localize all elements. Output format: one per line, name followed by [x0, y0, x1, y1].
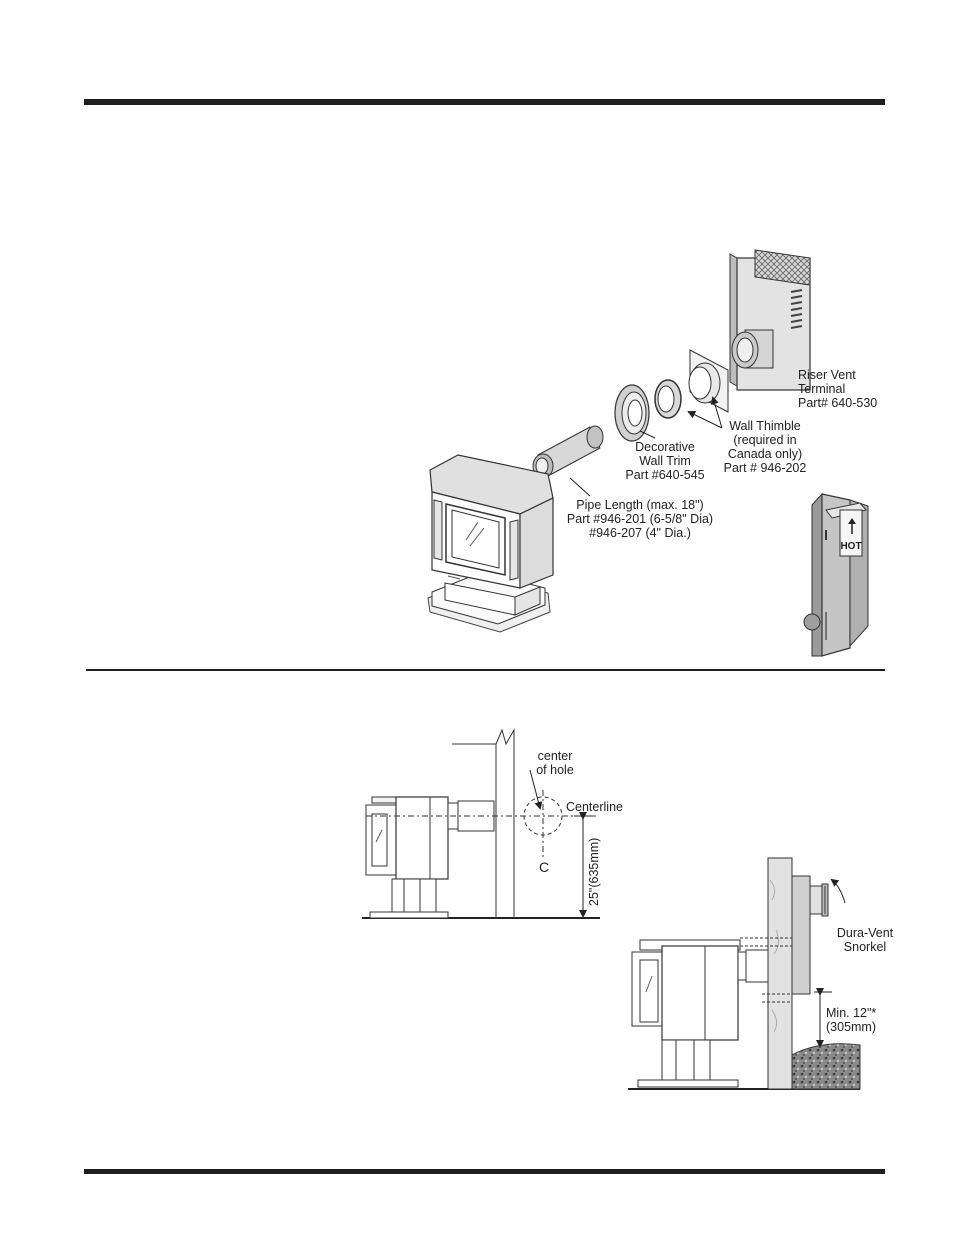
terminal-side-view: HOT — [803, 492, 869, 657]
cl-symbol: C — [539, 859, 549, 875]
snorkel-label-1: Dura-Vent — [837, 926, 894, 940]
centerline-label: Centerline — [566, 800, 623, 814]
min-label-1: Min. 12"* — [826, 1006, 876, 1020]
exploded-vent-diagram: HOT Riser Vent Terminal Part# 640-530 Wa… — [427, 249, 877, 657]
center-hole-label-1: center — [538, 749, 573, 763]
snorkel-diagram: Dura-Vent Snorkel Min. 12"* (305mm) — [628, 857, 894, 1090]
vent-pipe — [532, 425, 604, 479]
trim-label-1: Decorative — [635, 440, 695, 454]
bottom-rule — [84, 1169, 885, 1174]
decorative-wall-trim — [614, 384, 650, 442]
trim-label-2: Wall Trim — [639, 454, 691, 468]
pellet-stove — [427, 454, 554, 633]
riser-label-3: Part# 640-530 — [798, 396, 877, 410]
pipe-label-3: #946-207 (4" Dia.) — [589, 526, 691, 540]
thimble-label-3: Canada only) — [728, 447, 802, 461]
riser-label-2: Terminal — [798, 382, 845, 396]
thimble-label-4: Part # 946-202 — [724, 461, 807, 475]
center-hole-label-2: of hole — [536, 763, 574, 777]
wall-thimble — [654, 349, 729, 419]
middle-rule — [86, 669, 885, 671]
thimble-label-1: Wall Thimble — [729, 419, 801, 433]
pipe-label-2: Part #946-201 (6-5/8" Dia) — [567, 512, 713, 526]
pipe-label-1: Pipe Length (max. 18") — [576, 498, 703, 512]
riser-label-1: Riser Vent — [798, 368, 856, 382]
top-rule — [84, 99, 885, 105]
snorkel-label-2: Snorkel — [844, 940, 886, 954]
thimble-label-2: (required in — [733, 433, 796, 447]
centerline-diagram: center of hole Centerline C 25"(635mm) — [362, 728, 623, 919]
riser-vent-terminal — [729, 249, 811, 391]
trim-label-3: Part #640-545 — [625, 468, 704, 482]
hot-label: HOT — [840, 541, 861, 552]
min-label-2: (305mm) — [826, 1020, 876, 1034]
height-label: 25"(635mm) — [587, 838, 601, 906]
